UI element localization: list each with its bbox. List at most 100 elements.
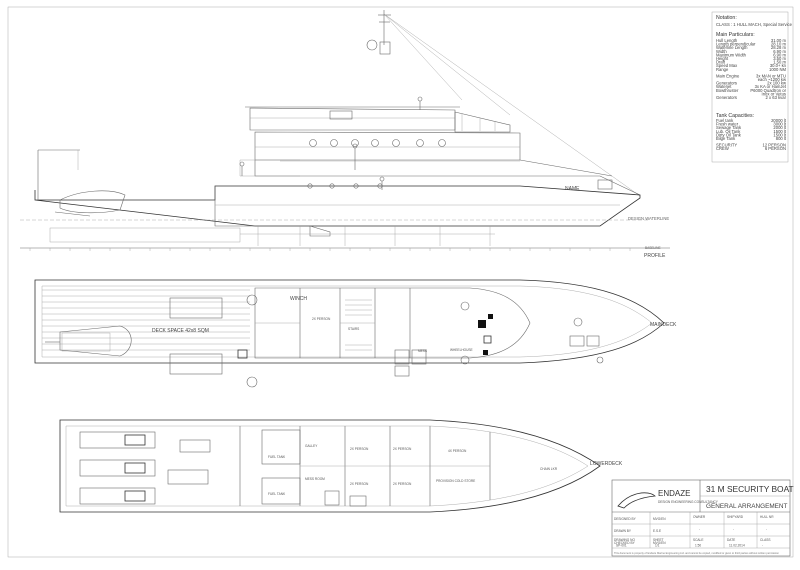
particular-label: Width xyxy=(716,49,727,54)
engine-spec-value: 2x 100 kw xyxy=(767,81,787,86)
tb-header: HULL NR xyxy=(760,515,774,519)
tank-value: 2000 lt xyxy=(773,125,786,130)
lower-person-a: 2X PERSON xyxy=(350,447,369,451)
lower-person-e: 2X PERSON xyxy=(393,482,412,486)
particular-value: 28.10 m xyxy=(771,42,787,47)
tb-header: SHIPYARD xyxy=(727,515,744,519)
engine-spec-value: P6000 Quadtron or xyxy=(750,88,786,93)
particular-label: Speed Max xyxy=(716,63,738,68)
maindeck-person-label: 2X PERSON xyxy=(312,317,331,321)
particular-value: 3.50 m xyxy=(773,56,786,61)
fuel-tank-bottom-label: FUEL TANK xyxy=(268,492,286,496)
engine-spec-label: Generators xyxy=(716,81,737,86)
crew-value: 6 PERSON xyxy=(765,146,786,151)
tank-value: 1500 lt xyxy=(773,129,786,134)
maindeck-mess-label: MESS xyxy=(418,349,427,353)
engine-spec-value: each ~1200 kw xyxy=(758,77,787,82)
tank-label: Sewage Tank xyxy=(716,125,742,130)
particular-value: 1000 NM xyxy=(769,67,787,72)
tank-value: 20000 lt xyxy=(771,118,787,123)
particular-value: 6.90 m xyxy=(773,49,786,54)
particular-label: Length perpendicular xyxy=(716,42,756,47)
title-block: ENDAZE DESIGN ENGINEERING CONSULTANCY 31… xyxy=(611,479,794,557)
engine-spec-value: Inox or Vetus xyxy=(762,91,786,96)
maindeck-stairs-label: STAIRS xyxy=(348,327,359,331)
fuel-tank-top-label: FUEL TANK xyxy=(268,455,286,459)
lower-person-c: 2X PERSON xyxy=(393,447,412,451)
engine-spec-label: Waterjet xyxy=(716,84,732,89)
particular-label: Draft xyxy=(716,60,726,65)
profile-view: NAME DESIGN WATERLINE BASELINE PROFILE xyxy=(20,10,670,259)
crew-label: SECURITY xyxy=(716,143,737,148)
engine-spec-label: Generators xyxy=(716,95,737,100)
tb-value: 1:50 xyxy=(695,544,701,548)
engine-spec-label: Bowthruster xyxy=(716,88,739,93)
tb-value: - xyxy=(762,544,763,548)
notation-title: Notation: xyxy=(716,15,737,21)
tank-value: 1500 lt xyxy=(773,132,786,137)
tb-value: 11.02.2014 xyxy=(729,544,745,548)
provision-store-label: PROVISION COLD STORE xyxy=(436,479,475,483)
engines xyxy=(79,431,211,505)
tb-value: E.S.E xyxy=(653,529,661,533)
tank-label: Bilge Tank xyxy=(716,136,736,141)
tb-value: - xyxy=(699,527,700,531)
tb-header: DRAWING NO xyxy=(614,538,635,542)
particular-label: Waterline Length xyxy=(716,45,748,50)
tank-label: Fuel tank xyxy=(716,118,734,123)
tb-value: SP-001 xyxy=(616,544,627,548)
wheelhouse-label: WHEELHOUSE xyxy=(450,348,473,352)
tank-label: Fresh water xyxy=(716,122,739,127)
sheet-border xyxy=(7,6,794,558)
titleblock-footer: This document is property of Endaze Mari… xyxy=(614,551,779,555)
company-tagline: DESIGN ENGINEERING CONSULTANCY xyxy=(658,500,719,504)
tb-header: DRAWN BY xyxy=(614,529,632,533)
engine-spec-value: 2 x 63 kvar xyxy=(766,95,787,100)
company-name: ENDAZE xyxy=(658,489,690,498)
lower-person-d: 4X PERSON xyxy=(448,449,467,453)
particular-label: Range xyxy=(716,67,729,72)
particular-label: Hull Length xyxy=(716,38,738,43)
drawing-title: 31 M SECURITY BOAT xyxy=(706,484,794,494)
mess-room-label: MESS ROOM xyxy=(305,477,325,481)
tb-header: CHECKED BY xyxy=(614,541,636,545)
maindeck-view-label: MAINDECK xyxy=(650,322,677,328)
tb-header: DATE xyxy=(727,538,735,542)
particular-label: Height xyxy=(716,56,729,61)
tb-header: OWNER xyxy=(693,515,706,519)
tank-label: Dirty Oil Tank xyxy=(716,132,742,137)
galley-label: GALLEY xyxy=(305,444,318,448)
profile-view-label: PROFILE xyxy=(644,253,666,259)
lower-person-b: 2X PERSON xyxy=(350,482,369,486)
tb-value: 1/1 xyxy=(655,544,660,548)
tanks-list: Fuel tank 20000 lt Fresh water 3000 lt Sewag… xyxy=(716,118,787,151)
particular-value: 1.50 m xyxy=(773,60,786,65)
tb-value: - xyxy=(766,527,767,531)
tb-value: - xyxy=(733,527,734,531)
engine-spec-value: 3x KA or HamJet xyxy=(755,84,787,89)
particular-value: 30.0+ kn xyxy=(770,63,787,68)
tank-value: 3000 lt xyxy=(773,122,786,127)
tb-header: SHEET xyxy=(653,538,664,542)
profile-name-label: NAME xyxy=(565,186,580,192)
tank-value: 800 lt xyxy=(776,136,787,141)
maindeck-winch-label: WINCH xyxy=(290,296,307,302)
particular-value: 28.28 m xyxy=(771,45,787,50)
notes-panel: Notation: CLASS : 1 HULL MACH, Special S… xyxy=(711,11,793,163)
notation-class: CLASS : 1 HULL MACH, Special Service xyxy=(716,22,793,27)
chain-locker-label: CHAIN LKR xyxy=(540,467,558,471)
particulars-title: Main Particulars: xyxy=(716,32,755,38)
lowerdeck-view-label: LOWERDECK xyxy=(590,461,623,467)
design-waterline-label: DESIGN WATERLINE xyxy=(628,216,669,221)
tanks-title: Tank Capacities: xyxy=(716,113,754,119)
tb-header: DESIGNED BY xyxy=(614,517,637,521)
lowerdeck-view: FUEL TANK FUEL TANK GALLEY MESS ROOM 2X … xyxy=(59,419,623,513)
particular-value: 6.90 m xyxy=(773,52,786,57)
tb-header: CLASS xyxy=(760,538,770,542)
tb-value: MVG/EN xyxy=(653,541,666,545)
tb-header: SCALE xyxy=(693,538,703,542)
drawing-subtitle: GENERAL ARRANGEMENT xyxy=(706,503,788,510)
